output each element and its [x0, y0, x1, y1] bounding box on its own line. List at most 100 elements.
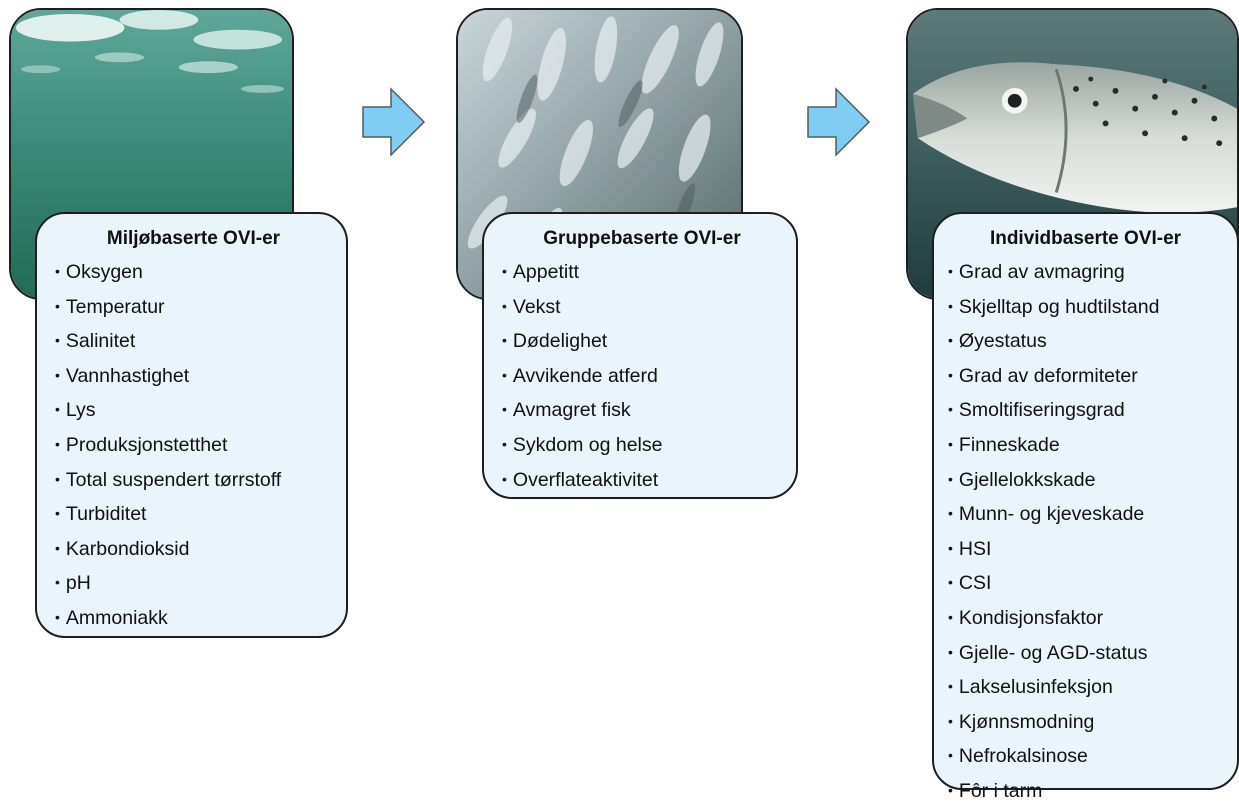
list-item: • Gjelle- og AGD-status — [948, 637, 1223, 672]
bullet-icon: • — [948, 608, 953, 625]
bullet-icon: • — [502, 263, 507, 279]
list-item: • Kondisjonsfaktor — [948, 602, 1223, 637]
bullet-icon: • — [948, 263, 953, 279]
bullet-icon: • — [948, 505, 953, 522]
list-item: • Avvikende atferd — [502, 360, 782, 395]
list-item: • Sykdom og helse — [502, 429, 782, 464]
list-item: •Øyestatus — [948, 325, 1223, 360]
bullet-icon: • — [948, 470, 953, 487]
list-item-label: pH — [65, 572, 91, 595]
list-item: • Appetitt — [502, 256, 782, 291]
list-item-label: Lys — [65, 399, 96, 422]
ovi-list: •Grad av avmagring•Skjelltap og hudtilst… — [948, 256, 1223, 810]
list-item-label: Avvikende atferd — [512, 364, 658, 387]
list-item: • Total suspendert tørrstoff — [55, 464, 332, 499]
list-item: •Skjelltap og hudtilstand — [948, 291, 1223, 326]
group-ovi-card: Gruppebaserte OVI-er •Appetitt•Vekst•Død… — [482, 212, 798, 499]
list-item: • Vannhastighet — [55, 360, 332, 395]
list-item: • pH — [55, 567, 332, 602]
bullet-icon: • — [502, 470, 507, 487]
bullet-icon: • — [55, 297, 60, 314]
list-item-label: Vekst — [512, 295, 561, 318]
list-item: • Overflateaktivitet — [502, 464, 782, 499]
list-item: •Gjellelokkskade — [948, 464, 1223, 499]
bullet-icon: • — [55, 435, 60, 452]
ovi-list: •Appetitt•Vekst•Dødelighet•Avvikende atf… — [502, 256, 782, 498]
list-item-label: Gjelle- og AGD-status — [958, 641, 1148, 664]
list-item-label: Total suspendert tørrstoff — [65, 468, 282, 491]
list-item: • Dødelighet — [502, 325, 782, 360]
bullet-icon: • — [502, 332, 507, 349]
list-item-label: Øyestatus — [958, 330, 1047, 353]
list-item: •CSI — [948, 567, 1223, 602]
list-item-label: Kondisjonsfaktor — [958, 606, 1104, 629]
list-item: • Temperatur — [55, 291, 332, 326]
list-item-label: Salinitet — [65, 330, 136, 353]
list-item: • Turbiditet — [55, 498, 332, 533]
list-item: • Nefrokalsinose — [948, 740, 1223, 775]
bullet-icon: • — [55, 574, 60, 591]
list-item: •Ammoniakk — [55, 602, 332, 637]
list-item-label: Vannhastighet — [65, 364, 190, 387]
bullet-icon: • — [55, 470, 60, 487]
list-item-label: Avmagret fisk — [512, 399, 631, 422]
list-item-label: Nefrokalsinose — [958, 745, 1088, 768]
list-item-label: Skjelltap og hudtilstand — [958, 295, 1160, 318]
list-item: •Oksygen — [55, 256, 332, 291]
list-item: • Smoltifiseringsgrad — [948, 394, 1223, 429]
list-item-label: Appetitt — [512, 261, 580, 283]
individual-ovi-card: Individbaserte OVI-er • Grad av avmagring… — [932, 212, 1239, 802]
list-item: •Vekst — [502, 291, 782, 326]
bullet-icon: • — [55, 505, 60, 522]
list-item: • Grad av avmagring — [948, 256, 1223, 291]
bullet-icon: • — [502, 401, 507, 418]
bullet-icon: • — [948, 539, 953, 556]
list-item: • HSI — [948, 533, 1223, 568]
bullet-icon: • — [55, 263, 60, 279]
list-item: • Salinitet — [55, 325, 332, 360]
list-item-label: Grad av avmagring — [958, 261, 1125, 283]
list-item-label: Lakselusinfeksjon — [958, 676, 1113, 699]
list-item: • Lys — [55, 394, 332, 429]
environment-ovi-card: Miljøbaserte OVI-er •Oksygen•Temperatur•… — [35, 212, 348, 638]
bullet-icon: • — [948, 781, 953, 798]
right-arrow-icon — [362, 87, 426, 157]
list-item: • Karbondioksid — [55, 533, 332, 568]
bullet-icon: • — [948, 747, 953, 764]
list-item-label: Smoltifiseringsgrad — [958, 399, 1125, 422]
list-item: • Lakselusinfeksjon — [948, 671, 1223, 706]
list-item-label: Temperatur — [65, 295, 165, 318]
bullet-icon: • — [55, 608, 60, 625]
list-item: • Kjønnsmodning — [948, 706, 1223, 741]
bullet-icon: • — [502, 366, 507, 383]
bullet-icon: • — [55, 366, 60, 383]
list-item: •Munn- og kjeveskade — [948, 498, 1223, 533]
list-item: • Finneskade — [948, 429, 1223, 464]
bullet-icon: • — [948, 678, 953, 695]
list-item-label: CSI — [958, 572, 992, 595]
list-item-label: Dødelighet — [512, 330, 608, 353]
list-item-label: Fôr i tarm — [958, 779, 1043, 802]
bullet-icon: • — [55, 332, 60, 349]
list-item-label: Finneskade — [958, 433, 1060, 456]
list-item-label: HSI — [958, 537, 992, 560]
bullet-icon: • — [948, 435, 953, 452]
bullet-icon: • — [948, 712, 953, 729]
list-item: • Fôr i tarm — [948, 775, 1223, 810]
bullet-icon: • — [948, 401, 953, 418]
bullet-icon: • — [55, 401, 60, 418]
list-item-label: Turbiditet — [65, 503, 147, 526]
list-item-label: Produksjonstetthet — [65, 433, 228, 456]
list-item-label: Kjønnsmodning — [958, 710, 1095, 733]
list-item-label: Grad av deformiteter — [958, 364, 1138, 387]
list-item-label: Karbondioksid — [65, 537, 190, 560]
bullet-icon: • — [948, 643, 953, 660]
list-item-label: Overflateaktivitet — [512, 468, 659, 491]
card-title: Gruppebaserte OVI-er — [543, 228, 741, 249]
bullet-icon: • — [502, 435, 507, 452]
ovi-list: •Oksygen•Temperatur•Salinitet•Vannhastig… — [55, 256, 332, 637]
card-title: Individbaserte OVI-er — [989, 228, 1182, 249]
bullet-icon: • — [55, 539, 60, 556]
list-item-label: Sykdom og helse — [512, 433, 663, 456]
right-arrow-icon — [807, 87, 871, 157]
